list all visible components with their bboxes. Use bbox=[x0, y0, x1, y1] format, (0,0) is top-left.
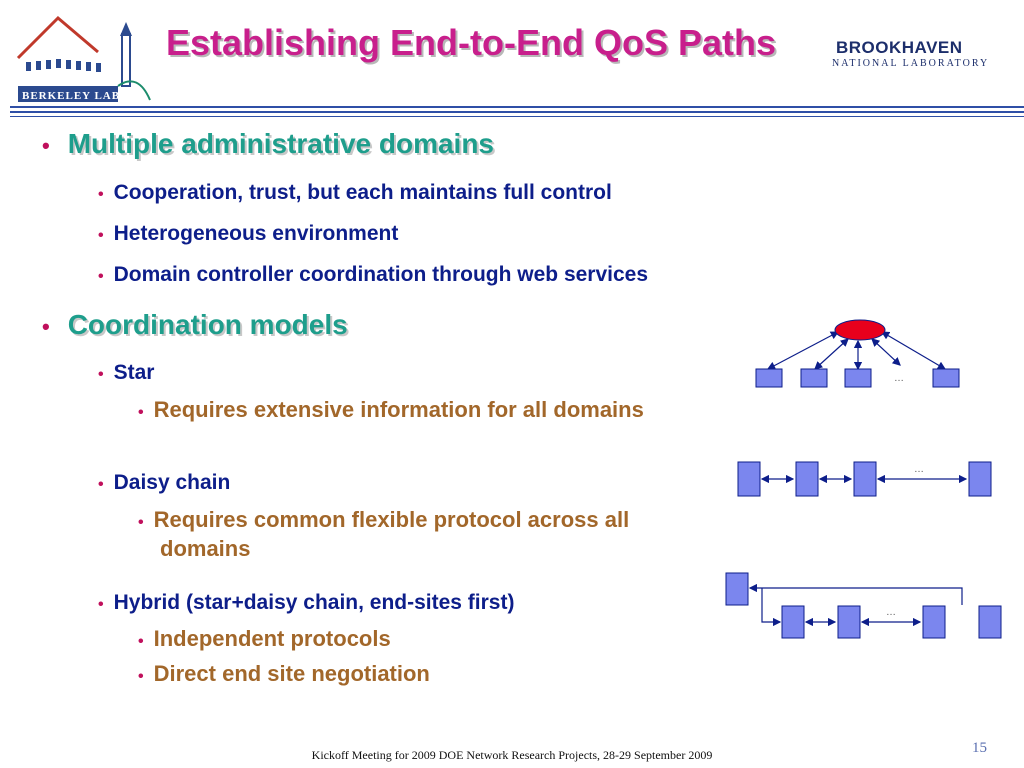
bullet-level3: • Requires extensive information for all … bbox=[138, 397, 644, 423]
ellipsis-label: … bbox=[886, 607, 896, 618]
bullet-dot: • bbox=[98, 476, 104, 493]
bullet-level3: • Direct end site negotiation bbox=[138, 661, 430, 687]
bullet-text: Hybrid (star+daisy chain, end-sites firs… bbox=[113, 591, 515, 614]
bullet-text: Requires common flexible protocol across… bbox=[153, 507, 630, 532]
bullet-dot: • bbox=[42, 133, 50, 158]
bullet-dot: • bbox=[138, 668, 144, 685]
domain-box bbox=[844, 368, 872, 388]
hybrid-diagram: … bbox=[725, 572, 1002, 639]
bullet-dot: • bbox=[138, 514, 144, 531]
star-diagram: … bbox=[755, 319, 960, 388]
domain-box bbox=[800, 368, 828, 388]
bullet-text: Daisy chain bbox=[113, 471, 231, 494]
bullet-level2: • Daisy chain bbox=[98, 471, 230, 495]
bullet-level3-continuation: domains bbox=[160, 536, 251, 561]
bullet-level2: • Domain controller coordination through … bbox=[98, 263, 648, 287]
star-link bbox=[766, 331, 840, 370]
domain-box bbox=[922, 605, 946, 639]
brookhaven-logo-name: BROOKHAVEN bbox=[836, 38, 963, 57]
bullet-text: Direct end site negotiation bbox=[153, 661, 430, 686]
ellipsis-label: … bbox=[894, 373, 904, 384]
bullet-level2: • Heterogeneous environment bbox=[98, 222, 398, 246]
domain-box bbox=[781, 605, 805, 639]
page-number: 15 bbox=[972, 740, 987, 756]
bullet-text: Star bbox=[113, 361, 155, 384]
domain-box bbox=[932, 368, 960, 388]
brookhaven-logo-subtitle: NATIONAL LABORATORY bbox=[832, 58, 990, 69]
end-site-box bbox=[978, 605, 1002, 639]
daisy-chain-diagram: … bbox=[737, 461, 992, 497]
header-divider bbox=[10, 106, 1024, 108]
bullet-dot: • bbox=[98, 186, 104, 203]
domain-box bbox=[737, 461, 761, 497]
star-link bbox=[871, 338, 901, 366]
domain-box bbox=[837, 605, 861, 639]
bullet-dot: • bbox=[98, 366, 104, 383]
bullet-text: Heterogeneous environment bbox=[113, 222, 399, 245]
bullet-level2: • Hybrid (star+daisy chain, end-sites fir… bbox=[98, 591, 514, 615]
header-divider bbox=[10, 116, 1024, 117]
header-divider bbox=[10, 111, 1024, 113]
bullet-level3: • Independent protocols bbox=[138, 626, 391, 652]
bullet-text: Requires extensive information for all d… bbox=[153, 397, 644, 422]
footer-text: Kickoff Meeting for 2009 DOE Network Res… bbox=[311, 748, 713, 762]
bullet-text: Coordination models bbox=[67, 309, 348, 340]
domain-box bbox=[853, 461, 877, 497]
bullet-dot: • bbox=[98, 268, 104, 285]
end-site-link bbox=[748, 583, 963, 605]
bullet-dot: • bbox=[98, 596, 104, 613]
bullet-text: Independent protocols bbox=[153, 626, 391, 651]
domain-box bbox=[795, 461, 819, 497]
bullet-dot: • bbox=[138, 633, 144, 650]
bullet-level2: • Star bbox=[98, 361, 154, 385]
berkeley-logo-text: BERKELEY LAB bbox=[22, 90, 121, 102]
ellipsis-label: … bbox=[914, 464, 924, 475]
bullet-text: Cooperation, trust, but each maintains f… bbox=[113, 181, 612, 204]
end-site-feed bbox=[761, 588, 782, 627]
bullet-level1: • Multiple administrative domains bbox=[42, 128, 494, 160]
star-link bbox=[814, 338, 849, 370]
bullet-level1: • Coordination models bbox=[42, 309, 348, 341]
star-link bbox=[880, 331, 947, 370]
domain-box bbox=[755, 368, 783, 388]
domain-box bbox=[968, 461, 992, 497]
slide-title: Establishing End-to-End QoS Paths bbox=[166, 22, 777, 63]
bullet-text: Multiple administrative domains bbox=[67, 128, 495, 159]
bullet-dot: • bbox=[138, 404, 144, 421]
berkeley-lab-logo bbox=[16, 15, 151, 102]
bullet-level3: • Requires common flexible protocol acros… bbox=[138, 507, 629, 533]
hub-node bbox=[834, 319, 886, 341]
bullet-text: Domain controller coordination through w… bbox=[113, 263, 649, 286]
bullet-dot: • bbox=[98, 227, 104, 244]
bullet-dot: • bbox=[42, 314, 50, 339]
end-site-box bbox=[725, 572, 749, 606]
bullet-level2: • Cooperation, trust, but each maintains … bbox=[98, 181, 612, 205]
